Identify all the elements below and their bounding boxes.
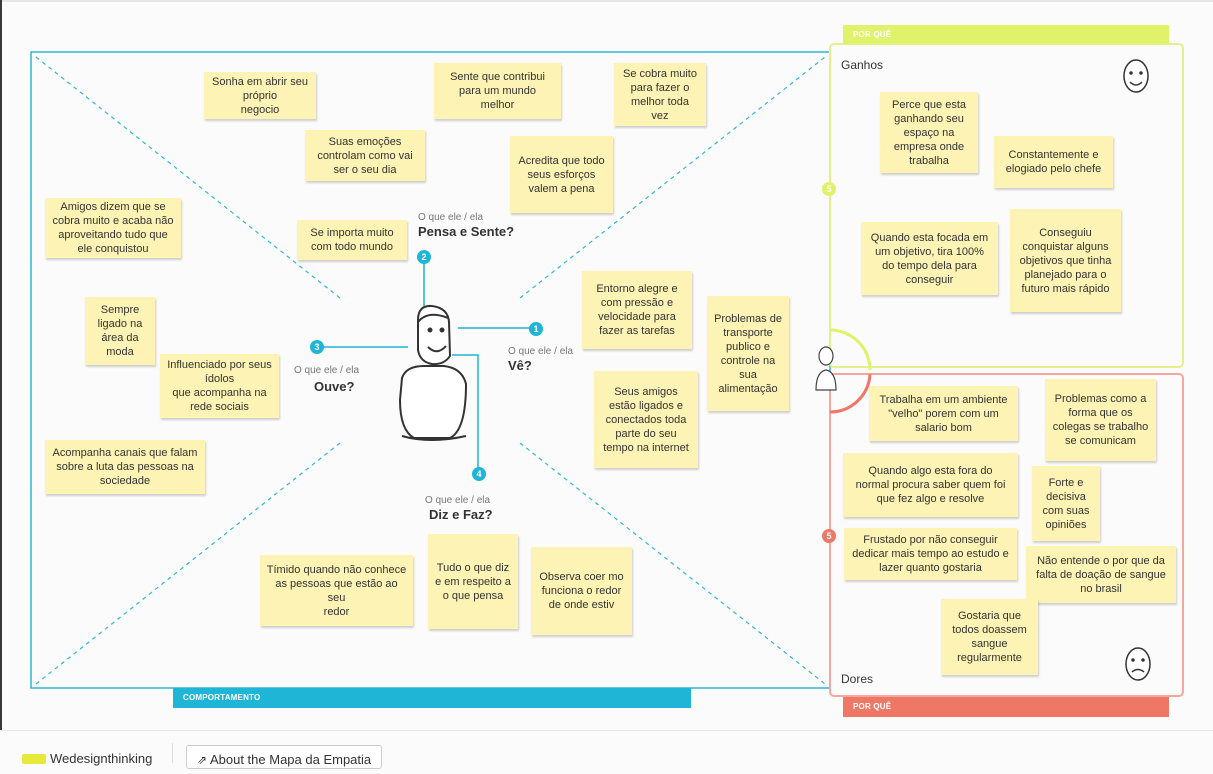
dores-face-illustration (1125, 647, 1151, 681)
brand-logo-icon (22, 754, 46, 764)
diz-question-prefix: O que ele / ela (425, 495, 491, 506)
sticky-note[interactable]: Problemas de transporte publico e contro… (707, 296, 789, 411)
pensa-question-prefix: O que ele / ela (418, 212, 484, 223)
porque-bottom-label: POR QUÊ (853, 702, 892, 711)
sticky-note[interactable]: Quando algo esta fora do normal procura … (843, 453, 1018, 517)
sticky-note[interactable]: Acredita que todo seus esforços valem a … (510, 136, 613, 213)
footer-bar: Wedesignthinking ⇗ About the Mapa da Emp… (0, 730, 1213, 769)
ouve-number-badge: 3 (310, 340, 324, 354)
sticky-note[interactable]: Amigos dizem que se cobra muito e acaba … (45, 198, 181, 258)
sticky-note[interactable]: Seus amigos estão ligados e conectados t… (594, 371, 698, 468)
ve-question-title: Vê? (508, 358, 532, 373)
dores-title: Dores (841, 672, 874, 686)
diz-number-badge: 4 (472, 467, 486, 481)
sticky-note[interactable]: Frustado por não conseguir dedicar mais … (844, 528, 1017, 580)
porque-top-label: POR QUÊ (853, 30, 892, 39)
top-border (0, 0, 1213, 2)
sticky-note[interactable]: Entorno alegre e com pressão e velocidad… (582, 271, 692, 349)
sticky-note[interactable]: Sempre ligado na área da moda (85, 297, 155, 365)
ganhos-number-badge: 5 (822, 182, 836, 196)
about-mapa-button[interactable]: ⇗ About the Mapa da Empatia (186, 745, 383, 769)
person-illustration (398, 304, 468, 441)
ouve-question-prefix: O que ele / ela (294, 365, 360, 376)
external-link-icon: ⇗ (197, 753, 208, 767)
sticky-note[interactable]: Não entende o por que da falta de doação… (1026, 546, 1176, 603)
ouve-question-title: Ouve? (314, 379, 355, 394)
ganhos-title: Ganhos (841, 58, 884, 72)
ve-number-badge: 1 (529, 322, 543, 336)
porque-bottom-bar: POR QUÊ (843, 697, 1169, 717)
sticky-note[interactable]: Trabalha em um ambiente "velho" porem co… (869, 386, 1018, 441)
pensa-question-title: Pensa e Sente? (418, 224, 515, 239)
sticky-note[interactable]: Influenciado por seus ídolos que acompan… (160, 354, 279, 418)
sticky-note[interactable]: Quando esta focada em um objetivo, tira … (861, 222, 998, 295)
sticky-note[interactable]: Conseguiu conquistar alguns objetivos qu… (1010, 209, 1121, 312)
footer-divider (172, 743, 173, 763)
sticky-note[interactable]: Se cobra muito para fazer o melhor toda … (614, 63, 706, 126)
sticky-note[interactable]: Problemas como a forma que os colegas se… (1045, 379, 1156, 461)
brand-name[interactable]: Wedesignthinking (50, 751, 153, 766)
sticky-note[interactable]: Observa coer mo funciona o redor de onde… (531, 547, 632, 635)
left-border (0, 0, 2, 760)
comportamento-label: COMPORTAMENTO (183, 693, 261, 702)
sticky-note[interactable]: Perce que esta ganhando seu espaço na em… (880, 92, 978, 173)
center-small-person-illustration (815, 346, 837, 391)
empathy-map-frame (30, 43, 1184, 697)
sticky-note[interactable]: Sente que contribui para um mundo melhor (434, 63, 561, 119)
sticky-note[interactable]: Sonha em abrir seu próprio negocio (204, 72, 316, 119)
porque-top-bar: POR QUÊ (843, 25, 1169, 44)
dores-number-badge: 5 (822, 529, 836, 543)
pensa-number-badge: 2 (417, 250, 431, 264)
sticky-note[interactable]: Se importa muito com todo mundo (297, 220, 407, 260)
diz-question-title: Diz e Faz? (429, 507, 493, 522)
ve-question-prefix: O que ele / ela (508, 346, 574, 357)
sticky-note[interactable]: Forte e decisiva com suas opiniões (1032, 466, 1100, 541)
sticky-note[interactable]: Gostaria que todos doassem sangue regula… (941, 599, 1038, 675)
sticky-note[interactable]: Tudo o que diz e em respeito a o que pen… (428, 534, 518, 629)
sticky-note[interactable]: Acompanha canais que falam sobre a luta … (45, 440, 205, 494)
sticky-note[interactable]: Constantemente e elogiado pelo chefe (994, 136, 1113, 188)
sticky-note[interactable]: Suas emoções controlam como vai ser o se… (305, 130, 425, 181)
sticky-note[interactable]: Tímido quando não conhece as pessoas que… (260, 555, 413, 626)
ganhos-face-illustration (1123, 59, 1149, 93)
comportamento-bar: COMPORTAMENTO (173, 688, 691, 708)
